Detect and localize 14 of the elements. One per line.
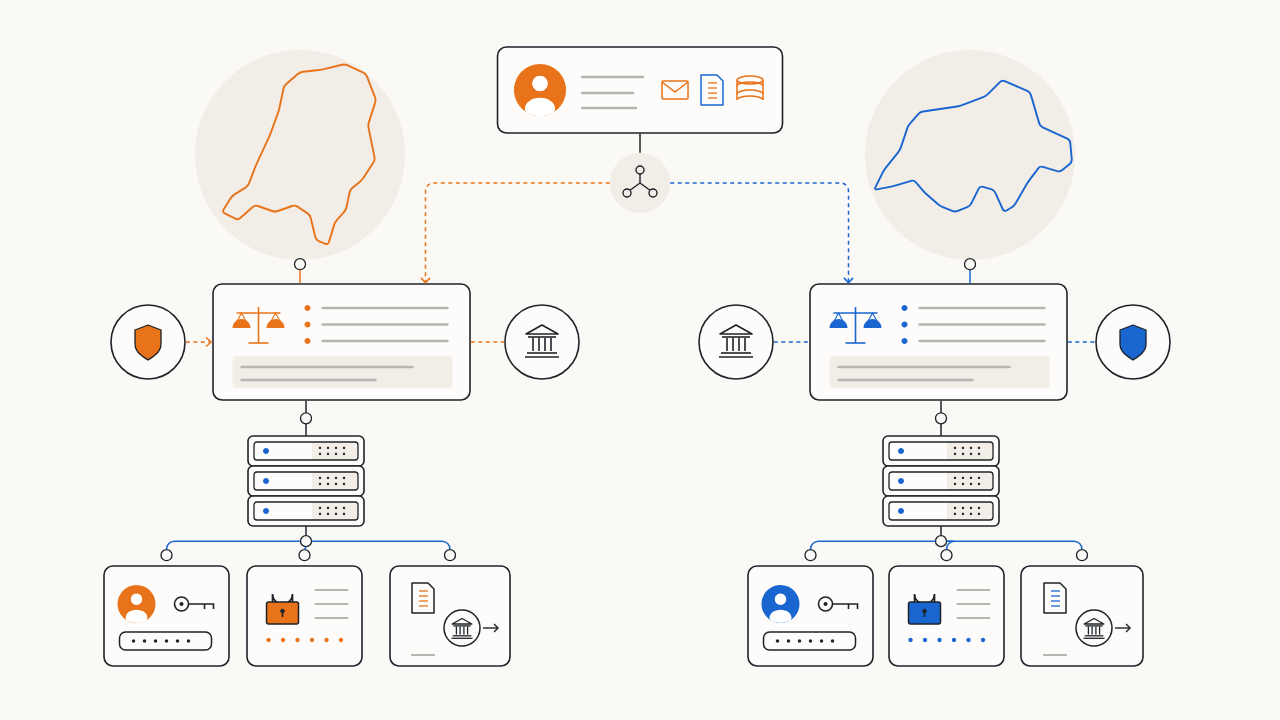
connector xyxy=(809,540,937,551)
connector xyxy=(299,269,301,284)
connector xyxy=(940,400,942,437)
connector xyxy=(165,540,302,551)
connector xyxy=(669,182,854,284)
connector xyxy=(303,546,307,551)
connector xyxy=(969,269,971,284)
connector xyxy=(773,341,810,343)
connector xyxy=(420,182,611,284)
connector xyxy=(185,336,213,348)
connector xyxy=(305,400,307,437)
connector xyxy=(470,341,505,343)
connector xyxy=(1067,341,1096,343)
connector xyxy=(639,133,641,154)
